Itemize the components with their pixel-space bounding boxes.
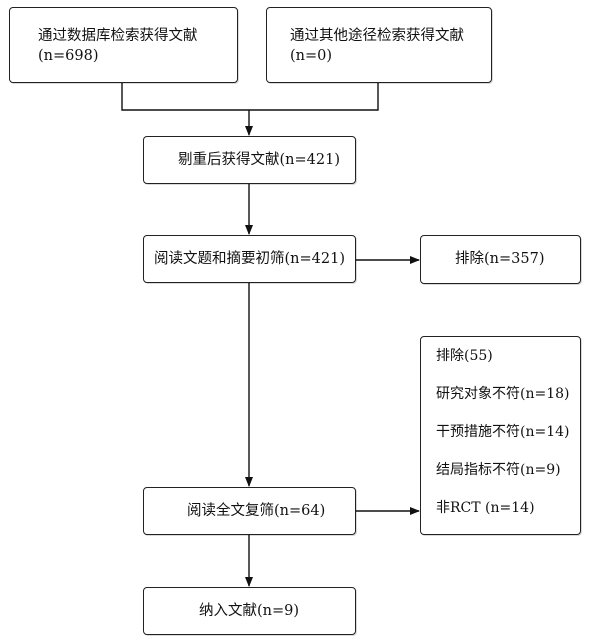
exclusion-2-title: 排除(55) bbox=[436, 348, 493, 364]
deduplication-box: 剔重后获得文献(n=421) bbox=[143, 136, 356, 184]
other-search-label: 通过其他途径检索获得文献 bbox=[290, 28, 464, 44]
database-search-box: 通过数据库检索获得文献 (n=698) bbox=[9, 7, 238, 83]
other-search-count: (n=0) bbox=[290, 48, 333, 64]
title-abstract-screening-label: 阅读文题和摘要初筛(n=421) bbox=[154, 251, 345, 267]
included-studies-box: 纳入文献(n=9) bbox=[143, 587, 356, 635]
exclusion-reason-non-rct: 非RCT (n=14) bbox=[436, 500, 535, 516]
other-search-box: 通过其他途径检索获得文献 (n=0) bbox=[266, 7, 492, 83]
database-search-count: (n=698) bbox=[38, 48, 99, 64]
included-studies-label: 纳入文献(n=9) bbox=[199, 603, 300, 619]
exclusion-1-label: 排除(n=357) bbox=[455, 251, 545, 267]
full-text-screening-label: 阅读全文复筛(n=64) bbox=[187, 503, 326, 519]
deduplication-label: 剔重后获得文献(n=421) bbox=[178, 152, 340, 168]
merge-connector bbox=[121, 83, 379, 111]
exclusion-reason-outcome: 结局指标不符(n=9) bbox=[436, 462, 561, 478]
exclusion-box-1: 排除(n=357) bbox=[420, 235, 581, 284]
database-search-label: 通过数据库检索获得文献 bbox=[38, 28, 198, 44]
exclusion-reason-population: 研究对象不符(n=18) bbox=[436, 386, 570, 402]
full-text-screening-box: 阅读全文复筛(n=64) bbox=[143, 487, 356, 535]
title-abstract-screening-box: 阅读文题和摘要初筛(n=421) bbox=[143, 235, 356, 283]
exclusion-box-2: 排除(55) 研究对象不符(n=18) 干预措施不符(n=14) 结局指标不符(… bbox=[420, 336, 581, 535]
exclusion-reason-intervention: 干预措施不符(n=14) bbox=[436, 424, 570, 440]
